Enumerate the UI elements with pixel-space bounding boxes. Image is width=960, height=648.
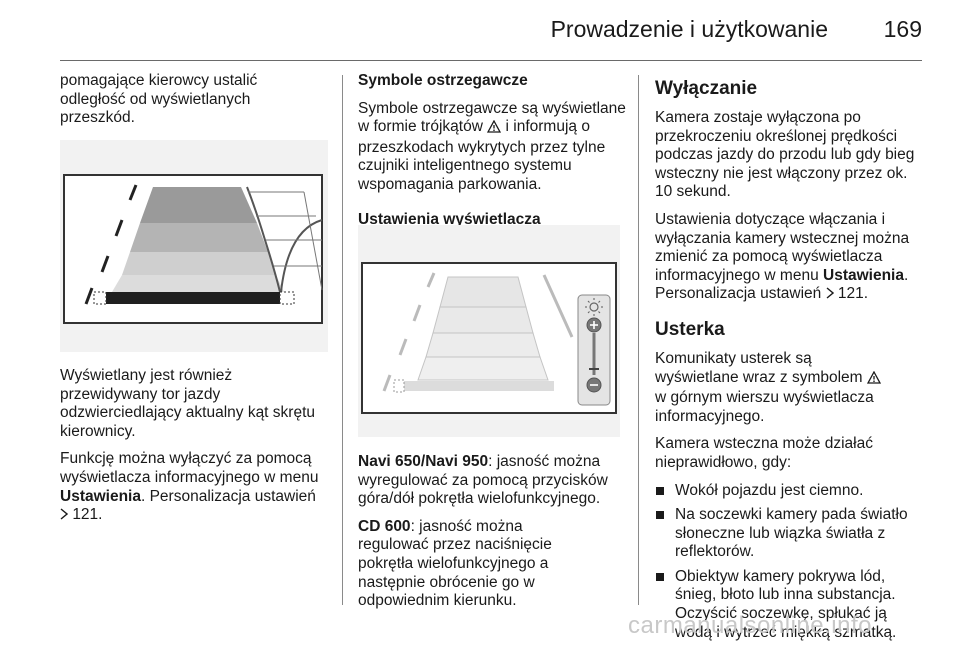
page-reference-arrow-icon — [826, 286, 834, 305]
menu-settings-bold-2: Ustawienia — [823, 266, 904, 284]
page-number: 169 — [883, 16, 922, 42]
para-trajectory: Wyświetlany jest również przewidywany to… — [60, 367, 316, 440]
fault-text: Komunikaty usterek są wyświetlane wraz z… — [655, 350, 895, 426]
deactivation-heading: Wyłączanie — [655, 78, 758, 99]
menu-settings-bold: Ustawienia — [60, 487, 141, 505]
deactivation-text: Kamera zostaje wyłączona po przekroczeni… — [655, 109, 915, 201]
watermark-text: carmanualsonline.info — [628, 612, 872, 639]
warning-triangle-icon — [866, 370, 882, 390]
column-3: Wyłączanie Kamera zostaje wyłączona po p… — [655, 78, 923, 648]
column-1: pomagające kierowcy ustalić odległość od… — [60, 72, 332, 137]
page-header-title: Prowadzenie i użytkowanie — [550, 16, 828, 42]
column-2-lower: Navi 650/Navi 950: jasność można wyregul… — [358, 453, 630, 620]
deactivation-settings-text: Ustawienia dotyczące włączania i wyłącza… — [655, 211, 923, 305]
figure-display-settings — [358, 225, 620, 437]
intro-text: pomagające kierowcy ustalić odległość od… — [60, 72, 258, 127]
bullet-square-icon — [656, 486, 664, 495]
bullet-square-icon — [656, 572, 664, 581]
navi-brightness-text: Navi 650/Navi 950: jasność można wyregul… — [358, 453, 608, 508]
cd-brightness-text: CD 600: jasność można regulować przez na… — [358, 517, 552, 610]
list-item: Wokół pojazdu jest ciemno. — [655, 482, 923, 501]
display-brightness-image — [361, 262, 617, 414]
figure-guidelines — [60, 140, 328, 352]
column-2: Symbole ostrzegawcze Symbole ostrzegawcz… — [358, 72, 630, 238]
warning-symbols-text: Symbole ostrzegawcze są wyświetlane w fo… — [358, 99, 626, 193]
rear-camera-guidelines-image — [63, 174, 323, 324]
column-divider-1 — [342, 75, 343, 605]
fault-heading: Usterka — [655, 318, 725, 340]
header-divider — [60, 60, 922, 61]
column-1-lower: Wyświetlany jest również przewidywany to… — [60, 367, 332, 535]
warning-symbols-heading: Symbole ostrzegawcze — [358, 72, 528, 89]
list-item: Obiektyw kamery pokrywa lód, śnieg, błot… — [655, 568, 915, 642]
fault-conditions-list: Wokół pojazdu jest ciemno. Na soczewki k… — [655, 482, 923, 643]
list-item: Na soczewki kamery pada światło słoneczn… — [655, 506, 923, 562]
para-disable: Funkcję można wyłączyć za pomocą wyświet… — [60, 450, 325, 525]
column-divider-2 — [638, 75, 639, 605]
page-reference-arrow-icon — [60, 507, 69, 526]
warning-triangle-icon — [487, 119, 502, 139]
bullet-square-icon — [656, 511, 664, 520]
display-settings-heading: Ustawienia wyświetlacza — [358, 210, 541, 228]
fault-conditions-intro: Kamera wsteczna może działać nieprawidło… — [655, 435, 873, 471]
